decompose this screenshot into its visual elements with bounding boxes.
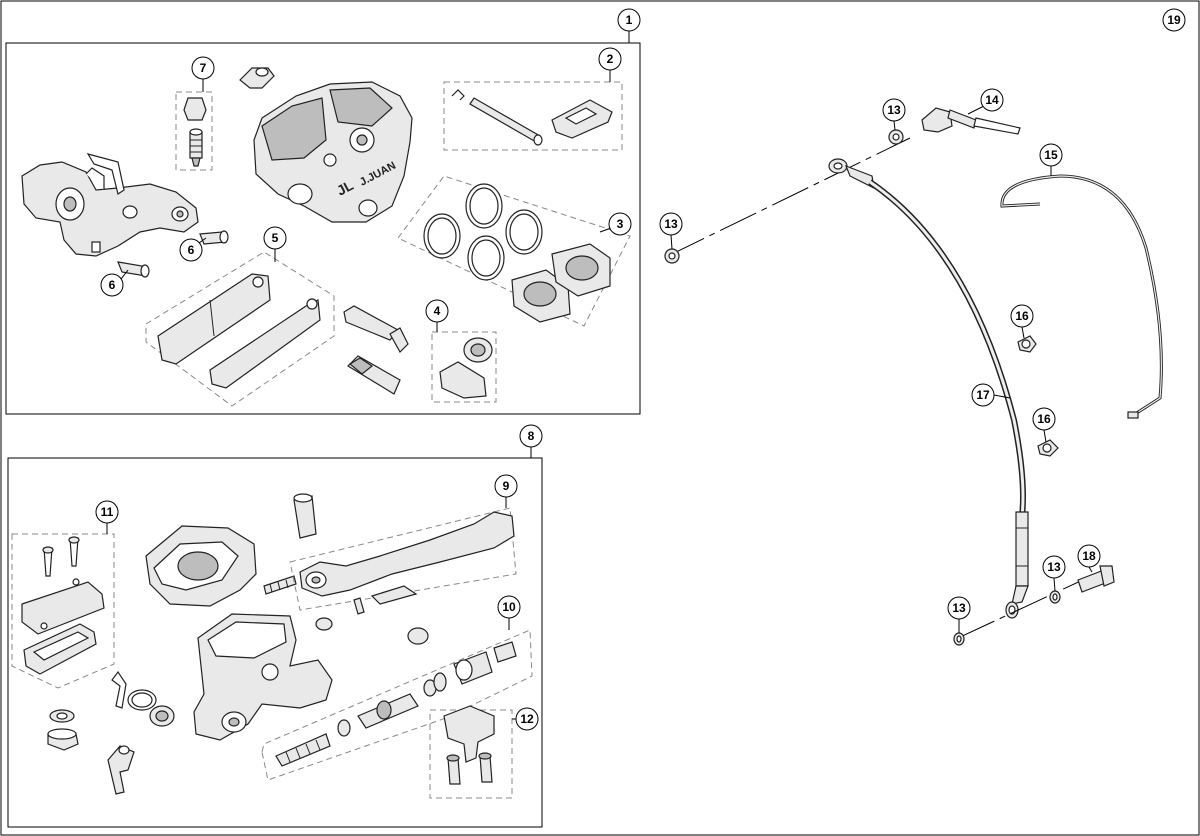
bleed-screw (175, 91, 213, 171)
callout-label-c10: 10 (502, 600, 516, 614)
callout-label-c13b: 13 (664, 217, 678, 231)
callout-label-c13d: 13 (1047, 560, 1061, 574)
caliper-logo-text: JL (334, 177, 356, 199)
callout-circle-c18 (1077, 544, 1101, 568)
callout-label-c15: 15 (1044, 148, 1058, 162)
callout-circle-c6a (179, 238, 203, 262)
callout-leader-c17 (993, 394, 1011, 399)
copper-washer-top (888, 129, 904, 145)
reservoir-cap-kit (11, 533, 115, 689)
master-piston-kit (261, 627, 533, 781)
callout-label-c5: 5 (272, 231, 279, 245)
hose-end-fitting (921, 107, 1021, 135)
piston-seal-kit (397, 175, 631, 327)
callout-circle-c10 (497, 595, 521, 619)
callout-label-c8: 8 (528, 429, 535, 443)
callout-label-c6a: 6 (188, 243, 195, 257)
master-cylinder-group-box (7, 457, 543, 828)
callout-circle-c14 (980, 88, 1004, 112)
callout-label-c11: 11 (101, 505, 114, 519)
master-cylinder-body (193, 575, 333, 741)
callout-circle-c17 (971, 383, 995, 407)
callout-circle-c15 (1039, 143, 1063, 167)
callout-leader-c13b (670, 234, 673, 250)
callout-leader-c6a (198, 237, 207, 244)
brake-pads (145, 251, 335, 407)
callout-leader-c14 (967, 105, 985, 115)
copper-washer-left (664, 248, 680, 264)
guide-pin-upper (199, 230, 229, 245)
callout-circle-c12 (515, 707, 539, 731)
callout-leader-c16a (1021, 326, 1025, 339)
callout-label-c2: 2 (607, 52, 614, 66)
callout-label-c7: 7 (200, 61, 207, 75)
callout-label-c16b: 16 (1037, 412, 1051, 426)
callout-circle-c4 (425, 299, 449, 323)
callout-label-c17: 17 (976, 388, 990, 402)
callout-circle-c8 (519, 424, 543, 448)
callout-leader-c3 (599, 227, 612, 233)
callout-label-c3: 3 (617, 217, 624, 231)
mounting-bolts (343, 305, 497, 403)
callout-label-c18: 18 (1082, 549, 1096, 563)
callout-circle-c16b (1032, 407, 1056, 431)
brake-lever (289, 493, 517, 615)
callout-circle-c1 (617, 8, 641, 32)
callout-circle-c3 (608, 212, 632, 236)
callout-circle-c19 (1162, 8, 1186, 32)
callout-circle-c5 (263, 226, 287, 250)
callout-label-c6b: 6 (109, 278, 116, 292)
bleed-cap (239, 67, 275, 89)
callout-label-c9: 9 (503, 479, 510, 493)
callout-label-c19: 19 (1167, 13, 1181, 27)
caliper-body: JL J.JUAN (253, 81, 413, 223)
callout-label-c4: 4 (434, 304, 441, 318)
handlebar-clamp (429, 705, 513, 799)
caliper-bracket (21, 153, 199, 257)
callout-leader-c18 (1088, 566, 1093, 573)
sensor-cable (1000, 174, 1163, 419)
callout-label-c13a: 13 (887, 103, 901, 117)
callout-label-c12: 12 (520, 712, 534, 726)
callout-label-c16a: 16 (1015, 309, 1029, 323)
brake-hose-assembly (667, 137, 1101, 639)
hose-clip-upper (1017, 335, 1037, 353)
callout-leader-c16b (1043, 429, 1047, 443)
callout-circle-c11 (95, 500, 119, 524)
callout-circle-c13c (947, 596, 971, 620)
reservoir-boot (145, 525, 257, 607)
callout-circle-c13d (1042, 555, 1066, 579)
callout-leader-c13d (1053, 577, 1056, 592)
callout-circle-c7 (191, 56, 215, 80)
callout-circle-c9 (494, 474, 518, 498)
callout-leader-c6b (120, 269, 129, 280)
callout-circle-c2 (598, 47, 622, 71)
callout-circle-c13a (882, 98, 906, 122)
callout-circle-c16a (1010, 304, 1034, 328)
callout-label-c14: 14 (985, 93, 999, 107)
callout-circle-c13b (659, 212, 683, 236)
callout-label-c1: 1 (626, 13, 633, 27)
caliper-group-box (5, 42, 641, 415)
callout-circle-c6b (100, 273, 124, 297)
guide-pin-lower (117, 261, 150, 278)
callout-label-c13c: 13 (952, 601, 966, 615)
copper-washer-bottom-right (1049, 590, 1061, 604)
copper-washer-bottom-left (953, 632, 965, 646)
dust-boot-parts (47, 670, 175, 795)
callout-leader-c13a (893, 120, 896, 131)
banjo-bolt (1077, 565, 1115, 593)
hose-clip-lower (1037, 439, 1059, 457)
pad-pin-kit (443, 81, 623, 151)
